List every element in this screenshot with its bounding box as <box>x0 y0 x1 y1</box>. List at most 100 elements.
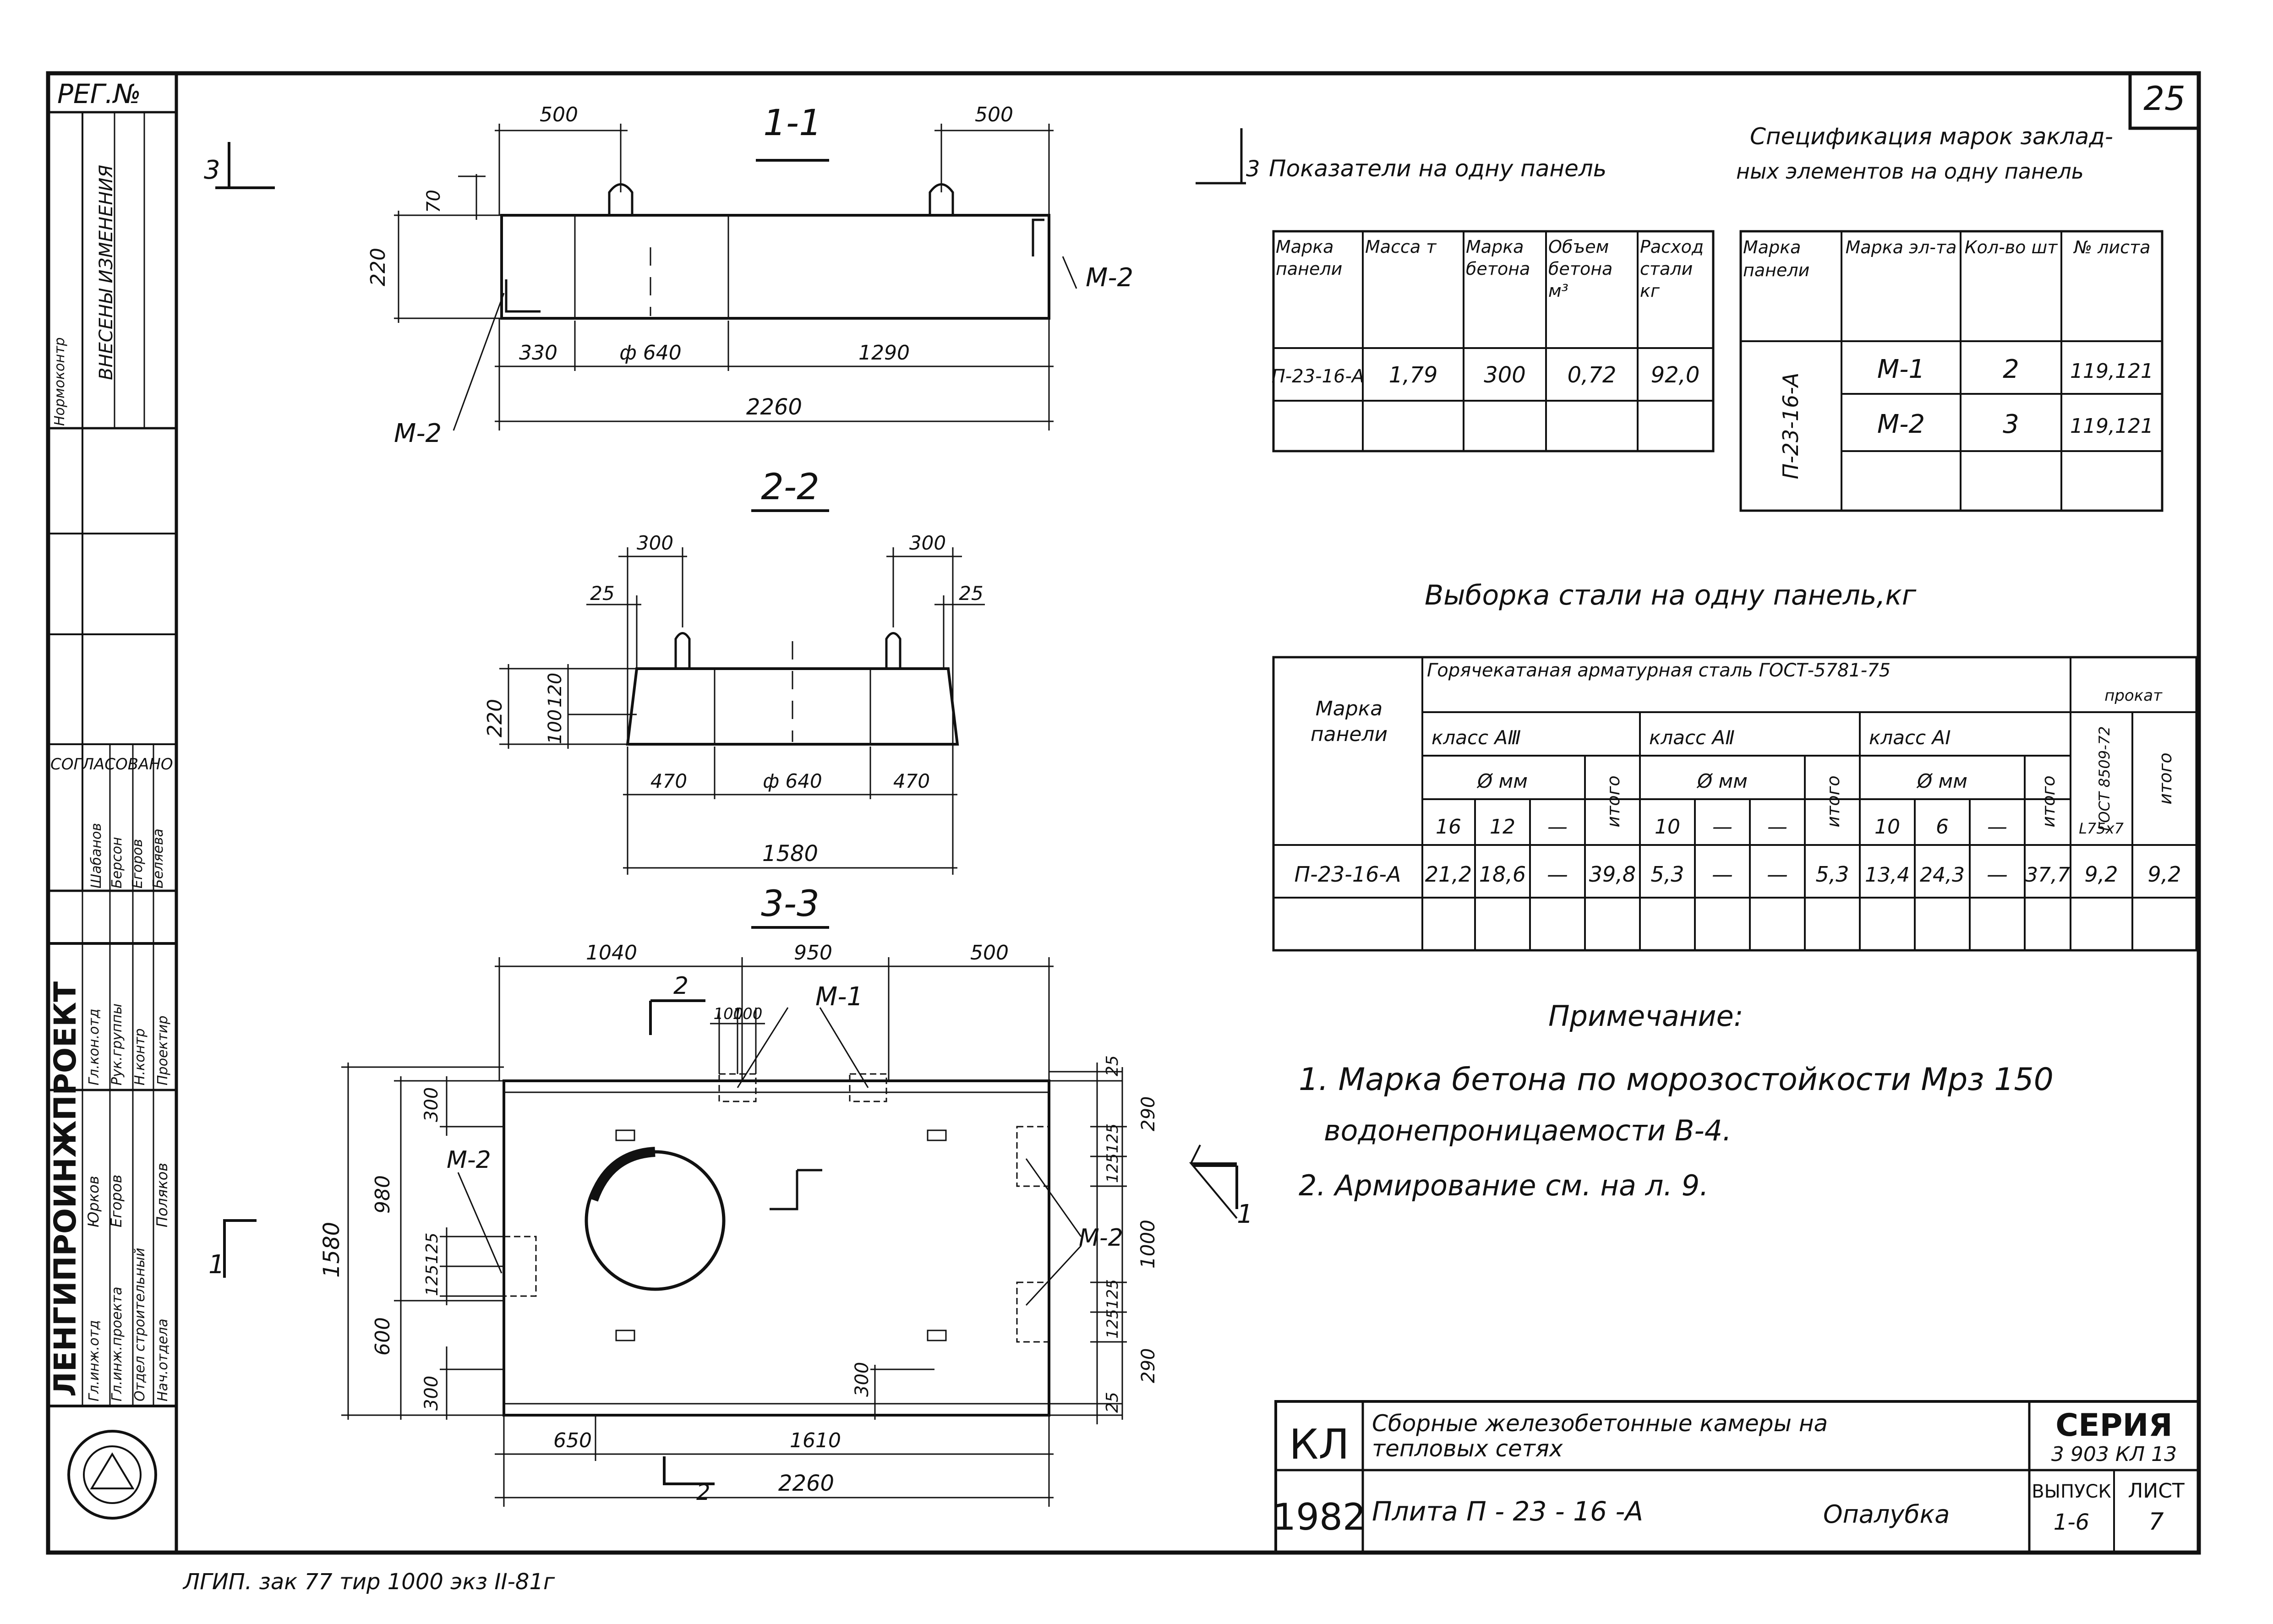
title-desc-line1: Сборные железобетонные камеры на <box>1372 1410 1828 1437</box>
agreed-name: Шабанов <box>88 823 104 888</box>
indicators-cell: 0,72 <box>1568 362 1617 388</box>
spec-cell: 119,121 <box>2070 414 2153 438</box>
dim: 330 <box>519 341 557 365</box>
steel-sub: 10 <box>1655 815 1680 839</box>
dim: 220 <box>483 699 507 737</box>
spec-header-sheet: № листа <box>2074 237 2151 257</box>
dim: 500 <box>975 103 1013 126</box>
dim: 300 <box>637 532 673 554</box>
steel-total-label: итого <box>2038 775 2059 827</box>
dim: 600 <box>371 1317 394 1356</box>
steel-cell: 37,7 <box>2025 863 2070 887</box>
m2-label: М-2 <box>447 1146 491 1174</box>
steel-total-label: итого <box>1603 775 1623 827</box>
dim: 300 <box>852 1362 873 1397</box>
title-series-value: 3 903 КЛ 13 <box>2051 1443 2177 1466</box>
cut-mark: 3 <box>204 155 220 185</box>
spec-panel: П-23-16-А <box>1778 373 1803 480</box>
dim: 2260 <box>746 394 802 420</box>
dim: 980 <box>371 1175 394 1214</box>
dim: 650 <box>553 1429 592 1452</box>
dim: 25 <box>1103 1392 1122 1413</box>
steel-cell: 9,2 <box>2147 862 2181 887</box>
indicators-header-concrete: Марка бетона <box>1466 237 1530 279</box>
notes-line1: 1. Марка бетона по морозостойкости Мрз 1… <box>1299 1062 2054 1098</box>
steel-cell: — <box>1767 862 1788 887</box>
steel-class: класс АⅡ <box>1649 726 1735 749</box>
indicators-header-volume: Объем бетона м³ <box>1548 237 1613 301</box>
dim: 1580 <box>319 1222 344 1278</box>
indicators-header-steel: Расход стали кг <box>1640 237 1704 301</box>
agreed-name: Беляева <box>150 828 166 888</box>
steel-sub: 12 <box>1490 815 1515 839</box>
stamp-role: Проектир <box>155 1015 171 1085</box>
dim: 470 <box>893 770 930 792</box>
steel-cell: — <box>1987 862 2008 887</box>
steel-sub: 16 <box>1436 815 1461 839</box>
indicators-header-cell: Масса т <box>1365 237 1437 257</box>
spec-cell: 119,121 <box>2070 360 2153 383</box>
cut-1-right: 1 <box>1237 1199 1253 1229</box>
indicators-header-cell: Объем бетона м³ <box>1548 237 1613 301</box>
dim: 470 <box>650 770 687 792</box>
title-panel-name: Плита П - 23 - 16 -А <box>1372 1496 1643 1527</box>
title-desc-line2: тепловых сетях <box>1372 1435 1563 1462</box>
steel-cell: 21,2 <box>1425 862 1472 887</box>
stamp-name: Поляков <box>153 1163 171 1227</box>
steel-hot-rolled-text: Горячекатаная арматурная сталь ГОСТ-5781… <box>1427 660 1891 681</box>
spec-cell: 3 <box>2003 409 2019 439</box>
steel-dia: Ø мм <box>1476 770 1528 792</box>
indicators-cell: 1,79 <box>1389 362 1438 388</box>
m2-label: М-2 <box>1079 1224 1123 1252</box>
spec-title-line1: Спецификация марок заклад- <box>1750 123 2113 150</box>
dim: 120 <box>545 673 566 708</box>
left-stamp <box>48 111 176 1520</box>
steel-cell: 5,3 <box>1815 862 1849 887</box>
m1-label: М-1 <box>815 982 863 1012</box>
dim: ф 640 <box>619 341 682 365</box>
steel-cell: — <box>1547 862 1568 887</box>
title-issue-value: 1-6 <box>2054 1510 2089 1535</box>
dim: 1610 <box>790 1429 841 1452</box>
cut-2-top: 2 <box>673 972 688 1000</box>
dim: 125 <box>423 1264 442 1296</box>
notes-line2: водонепроницаемости В-4. <box>1324 1114 1732 1147</box>
sheet-frame <box>46 71 2201 1555</box>
notes-title: Примечание: <box>1548 999 1743 1033</box>
steel-cell: 9,2 <box>2084 862 2118 887</box>
title-block <box>1274 1400 2200 1554</box>
indicators-header-mark <box>1196 128 1246 185</box>
steel-cell: 5,3 <box>1650 862 1684 887</box>
stamp-role: Гл.инж.проекта <box>109 1286 125 1401</box>
spec-table <box>1739 230 2164 512</box>
stamp-role: Рук.группы <box>109 1003 125 1085</box>
stamp-changes-header: ВНЕСЕНЫ ИЗМЕНЕНИЯ <box>96 165 117 380</box>
m2-label: М-2 <box>394 419 442 448</box>
dim: 300 <box>421 1376 442 1411</box>
dim: 25 <box>590 582 614 605</box>
steel-total-label: итого <box>2155 752 2175 804</box>
dim: 100 <box>714 1005 743 1023</box>
indicators-header-cell: Марка бетона <box>1466 237 1530 279</box>
steel-title: Выборка стали на одну панель,кг <box>1425 579 1917 611</box>
steel-rolled: прокат <box>2104 687 2163 705</box>
steel-cell: 24,3 <box>1920 863 1965 887</box>
steel-col-panel-text: Марка панели <box>1310 697 1388 746</box>
steel-cell: — <box>1712 862 1733 887</box>
section-2-2 <box>499 509 985 875</box>
steel-cell: 18,6 <box>1479 862 1526 887</box>
stamp-role-rows: Гл.кон.отд Рук.группы Н.контр Проектир Г… <box>85 1003 171 1401</box>
dim: 125 <box>1104 1279 1122 1309</box>
indicators-cut-mark: 3 <box>1246 156 1260 182</box>
dim: 125 <box>1104 1309 1122 1339</box>
section-1-1 <box>215 124 1077 431</box>
agreed-name: Егоров <box>130 839 146 888</box>
registry-label: РЕГ.№ <box>57 78 141 109</box>
indicators-header-panel: Марка панели <box>1276 237 1342 279</box>
stamp-seal <box>67 1430 157 1520</box>
steel-class: класс АⅢ <box>1432 726 1521 749</box>
dim: 290 <box>1138 1096 1159 1131</box>
cut-1-left: 1 <box>208 1250 225 1280</box>
indicators-cell: 92,0 <box>1651 362 1700 388</box>
